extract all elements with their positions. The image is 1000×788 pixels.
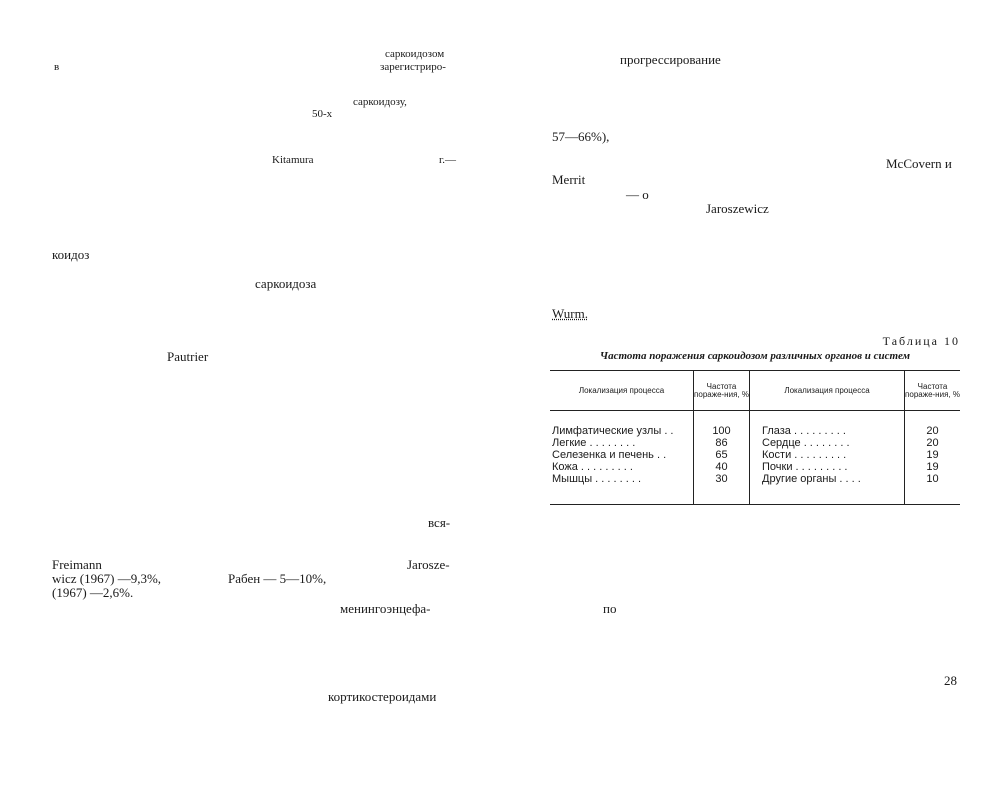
table-cell: Мышцы . . . . . . . . <box>552 473 641 485</box>
table-cell: 20 <box>926 437 939 449</box>
header-frequency-2: Частота пораже-ния, % <box>905 381 960 399</box>
text-fragment: кортикостероидами <box>328 689 437 704</box>
text-fragment: Jaroszewicz <box>706 201 769 216</box>
column-divider <box>693 371 694 504</box>
table-cell: 65 <box>715 449 728 461</box>
column-divider <box>749 371 750 504</box>
right-values-column: 20 20 19 19 10 <box>905 425 960 485</box>
table-cell: Почки . . . . . . . . . <box>762 461 848 473</box>
table-cell: 10 <box>926 473 939 485</box>
table-cell: Лимфатические узлы . . <box>552 425 674 437</box>
left-labels-column: Лимфатические узлы . . Легкие . . . . . … <box>552 425 690 485</box>
text-fragment: г.— <box>439 154 457 166</box>
table-cell: 19 <box>926 449 939 461</box>
table-cell: Сердце . . . . . . . . <box>762 437 850 449</box>
table-cell: 40 <box>715 461 728 473</box>
column-divider <box>904 371 905 504</box>
text-fragment: прогрессирование <box>620 52 721 67</box>
text-fragment: саркоидоза <box>255 276 317 291</box>
text-fragment: вся- <box>428 515 451 530</box>
text-fragment: (1967) —2,6%. <box>52 585 134 600</box>
text-fragment: 57—66%), <box>552 129 610 144</box>
header-location-2: Локализация процесса <box>784 385 870 395</box>
table-cell: Легкие . . . . . . . . <box>552 437 636 449</box>
table-cell: 19 <box>926 461 939 473</box>
right-labels-column: Глаза . . . . . . . . . Сердце . . . . .… <box>762 425 900 485</box>
text-fragment: зарегистриро- <box>380 61 446 73</box>
table-title: Частота поражения саркоидозом различных … <box>599 350 911 362</box>
text-fragment: Jarosze- <box>407 557 450 572</box>
text-fragment: Freimann <box>52 557 102 572</box>
table-cell: Кожа . . . . . . . . . <box>552 461 633 473</box>
table-cell: 100 <box>712 425 731 437</box>
table-cell: 20 <box>926 425 939 437</box>
text-fragment: Kitamura <box>272 154 314 166</box>
page-number: 28 <box>944 673 957 688</box>
table-cell: 30 <box>715 473 728 485</box>
text-fragment: в <box>54 61 60 73</box>
table-cell: Кости . . . . . . . . . <box>762 449 847 461</box>
header-rule <box>550 410 960 411</box>
table-cell: Глаза . . . . . . . . . <box>762 425 846 437</box>
text-fragment: — о <box>626 187 649 202</box>
text-fragment: саркоидозом <box>385 48 445 60</box>
header-frequency-1: Частота пораже-ния, % <box>694 381 749 399</box>
table-caption: Таблица 10 <box>882 334 960 348</box>
table-cell: Другие органы . . . . <box>762 473 861 485</box>
text-fragment: Merrit <box>552 172 586 187</box>
text-fragment: менингоэнцефа- <box>340 601 431 616</box>
text-fragment: коидоз <box>52 247 90 262</box>
text-fragment: Pautrier <box>167 349 209 364</box>
text-fragment: 50-х <box>312 108 333 120</box>
text-fragment: Wurm. <box>552 306 588 321</box>
text-fragment: wicz (1967) —9,3%, <box>52 571 162 586</box>
header-location-1: Локализация процесса <box>578 385 665 395</box>
table-cell: Селезенка и печень . . <box>552 449 667 461</box>
text-fragment: саркоидозу, <box>353 96 407 108</box>
text-fragment: по <box>603 601 617 616</box>
frequency-table: Локализация процесса Частота пораже-ния,… <box>550 370 960 505</box>
text-fragment: McCovern и <box>886 156 952 171</box>
left-values-column: 100 86 65 40 30 <box>694 425 749 485</box>
text-fragment: Рабен — 5—10%, <box>228 571 327 586</box>
table-cell: 86 <box>715 437 728 449</box>
